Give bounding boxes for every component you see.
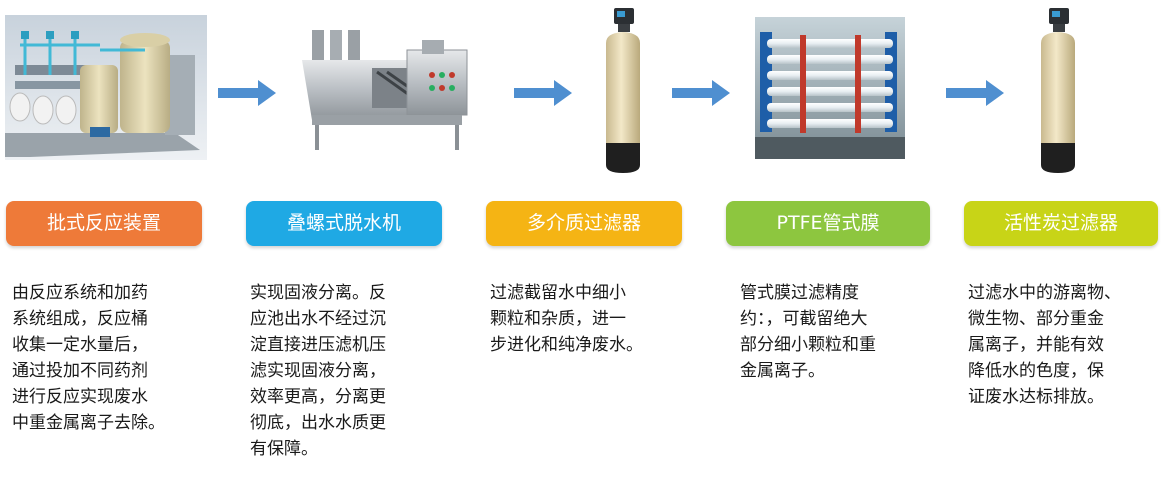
stage-label-screw-dewatering: 叠螺式脱水机 [246,201,442,246]
stage-description-multimedia-filter: 过滤截留水中细小 颗粒和杂质，进一 步进化和纯净废水。 [490,280,690,358]
stage-description-activated-carbon: 过滤水中的游离物、 微生物、部分重金 属离子，并能有效 降低水的色度，保 证废水… [968,280,1168,410]
right-arrow-icon [946,80,1004,106]
stage-description-screw-dewatering: 实现固液分离。反 应池出水不经过沉 淀直接进压滤机压 滤实现固液分离， 效率更高… [250,280,450,462]
stage-label-batch-reactor: 批式反应装置 [6,201,202,246]
stage-label-ptfe-membrane: PTFE管式膜 [726,201,930,246]
batch-reactor-image [5,15,207,160]
ptfe-tubular-membrane-image [755,17,905,159]
screw-dewatering-machine-image [292,20,484,155]
stage-label-multimedia-filter: 多介质过滤器 [486,201,682,246]
stage-description-ptfe-membrane: 管式膜过滤精度 约：，可截留绝大 部分细小颗粒和重 金属离子。 [740,280,940,384]
stage-description-batch-reactor: 由反应系统和加药 系统组成，反应桶 收集一定水量后， 通过投加不同药剂 进行反应… [12,280,212,436]
right-arrow-icon [514,80,572,106]
right-arrow-icon [672,80,730,106]
stage-label-activated-carbon: 活性炭过滤器 [964,201,1158,246]
right-arrow-icon [218,80,276,106]
multimedia-filter-tank-image [598,5,648,175]
activated-carbon-filter-tank-image [1033,5,1083,175]
